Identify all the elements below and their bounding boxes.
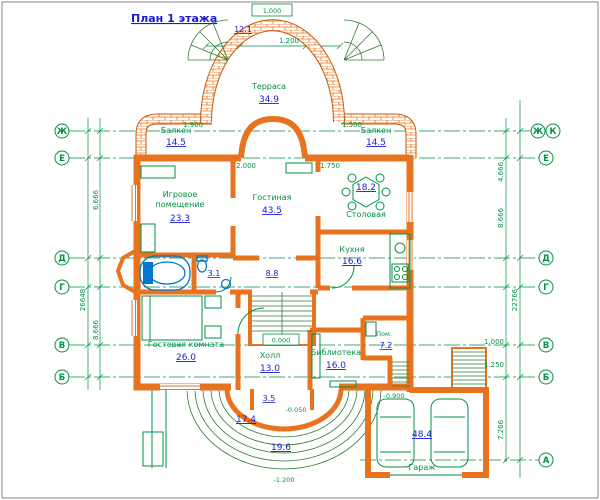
furniture	[140, 162, 411, 468]
page-title: План 1 этажа	[131, 12, 217, 25]
bathtub	[139, 255, 191, 291]
area-game: 23.3	[170, 214, 190, 224]
room-label-dining: Столовая	[346, 210, 386, 219]
axis-left-zh: Ж	[57, 127, 68, 137]
area-garage: 48.4	[412, 430, 432, 440]
dim-stair-right-1: 1.000	[484, 338, 504, 346]
room-label-terrace: Терраса	[251, 82, 286, 91]
area-lower-terrace: 17.4	[236, 415, 256, 425]
exterior-staircase	[451, 347, 487, 389]
axis-left-e: Е	[59, 154, 65, 164]
room-label-hall: Холл	[260, 351, 281, 360]
axis-left-d: Д	[58, 254, 66, 264]
area-dining: 18.2	[356, 183, 376, 193]
room-label-library: Библиотека	[311, 348, 361, 357]
axis-left-g: Г	[59, 283, 65, 293]
dim-balcony-right: 1.500	[342, 121, 362, 129]
dining-table	[352, 176, 380, 208]
axis-left-v: В	[59, 341, 65, 351]
bookshelf	[311, 333, 321, 379]
dimension-chains	[84, 42, 524, 478]
area-entry-steps: 3.5	[263, 394, 276, 403]
area-kitchen: 16.6	[342, 257, 362, 267]
interior-walls	[136, 158, 410, 410]
car-left	[376, 398, 415, 468]
porch-steps	[186, 388, 382, 470]
elevation-terrace: 1.000	[263, 7, 282, 15]
axis-right-a: А	[543, 456, 550, 466]
cars	[376, 398, 469, 468]
area-porch: 19.6	[271, 443, 291, 453]
area-library: 16.0	[326, 361, 346, 371]
elevation-marks	[251, 3, 300, 346]
kitchen-sink	[394, 242, 406, 254]
room-label-living: Гостиная	[253, 193, 292, 202]
area-upper-landing: 12.1	[234, 25, 252, 34]
room-label-game-1: Игровое	[163, 190, 198, 199]
elevation-garage: -0.900	[384, 392, 405, 400]
area-balcony-left: 14.5	[166, 138, 186, 148]
axis-right-k: К	[550, 127, 557, 137]
dim-stair-right-2: 1.250	[484, 361, 504, 369]
dim-bay-right: 1.750	[320, 162, 340, 170]
spiral-stair-right	[343, 19, 385, 61]
axis-right-zh: Ж	[533, 127, 544, 137]
kitchen-counter	[389, 233, 411, 289]
room-label-game-2: помещение	[156, 200, 205, 209]
bed	[141, 295, 203, 341]
axis-bubbles-right: Ж К Е Д Г В Б А	[530, 123, 561, 468]
axis-right-e: Е	[543, 154, 549, 164]
area-guest: 26.0	[176, 353, 196, 363]
area-hall: 13.0	[260, 364, 280, 374]
dim-left-total: 26648	[79, 289, 87, 311]
dim-bay-left: 2.000	[236, 162, 256, 170]
axis-right-v: В	[543, 341, 549, 351]
area-terrace: 34.9	[259, 95, 279, 105]
room-label-guest: Гостевая комната	[148, 340, 224, 349]
room-label-balcony-left: Балкон	[161, 126, 191, 135]
room-label-garage: Гараж	[409, 463, 436, 472]
elevation-porch: -0.050	[286, 406, 307, 414]
bathroom-fixtures	[139, 255, 232, 291]
dim-left-lower: 8.666	[92, 319, 100, 340]
room-label-balcony-right: Балкон	[361, 126, 391, 135]
axis-bubbles-left: Ж Е Д Г В Б	[54, 123, 70, 385]
dim-balcony-left: 1.900	[183, 121, 203, 129]
area-balcony-right: 14.5	[366, 138, 386, 148]
dim-right-mid: 8.666	[497, 207, 505, 228]
axis-right-g: Г	[543, 283, 549, 293]
area-corridor: 8.8	[266, 269, 279, 278]
garage-walls	[365, 387, 489, 479]
axis-right-d: Д	[542, 254, 550, 264]
stove	[391, 263, 409, 283]
elevation-ground: -1.200	[274, 476, 295, 484]
car-right	[430, 398, 469, 468]
dim-right-total: 22766	[511, 288, 519, 311]
dim-top-step: 1.200	[279, 37, 299, 45]
elevation-hall: 0.000	[272, 337, 291, 345]
brick-walls	[135, 19, 417, 158]
area-utility: 7.2	[380, 341, 393, 350]
axis-right-b: Б	[543, 373, 549, 383]
axis-left-b: Б	[59, 373, 65, 383]
area-living: 43.5	[262, 206, 282, 216]
dim-right-upper: 4.666	[497, 161, 505, 182]
toilet	[196, 259, 208, 273]
spiral-stair-left	[187, 19, 229, 61]
dim-left-upper: 6.666	[92, 189, 100, 210]
door-swings	[215, 265, 355, 335]
back-staircase	[392, 361, 410, 387]
room-label-kitchen: Кухня	[339, 245, 364, 254]
main-staircase	[252, 292, 312, 334]
dim-right-lower: 7.266	[497, 419, 505, 440]
room-label-utility: Пом.	[376, 330, 392, 338]
area-bathroom: 3.1	[208, 269, 221, 278]
washbasin	[220, 278, 232, 290]
